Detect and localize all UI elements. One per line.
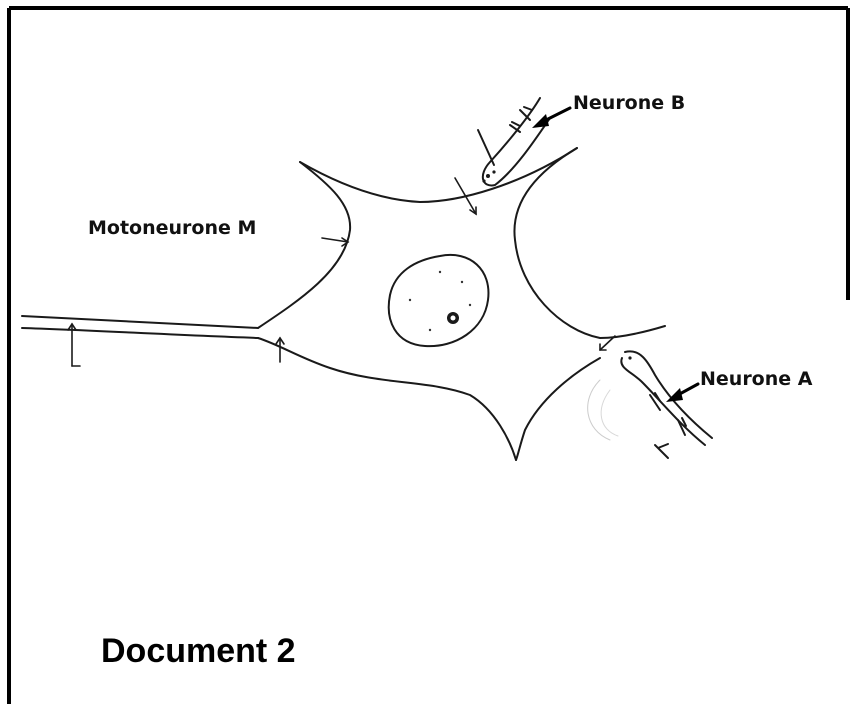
document-frame [9, 8, 848, 704]
document-title: Document 2 [101, 632, 296, 671]
motoneurone-cell-body [22, 148, 665, 460]
motoneurone-m-label: Motoneurone M [88, 217, 256, 239]
neurone-b-label: Neurone B [573, 92, 685, 114]
neurone-a-terminal [588, 351, 712, 458]
neurone-a-label: Neurone A [700, 368, 812, 390]
signal-arrows [68, 178, 615, 366]
neurone-b-terminal [478, 98, 570, 185]
nucleus [389, 255, 489, 346]
